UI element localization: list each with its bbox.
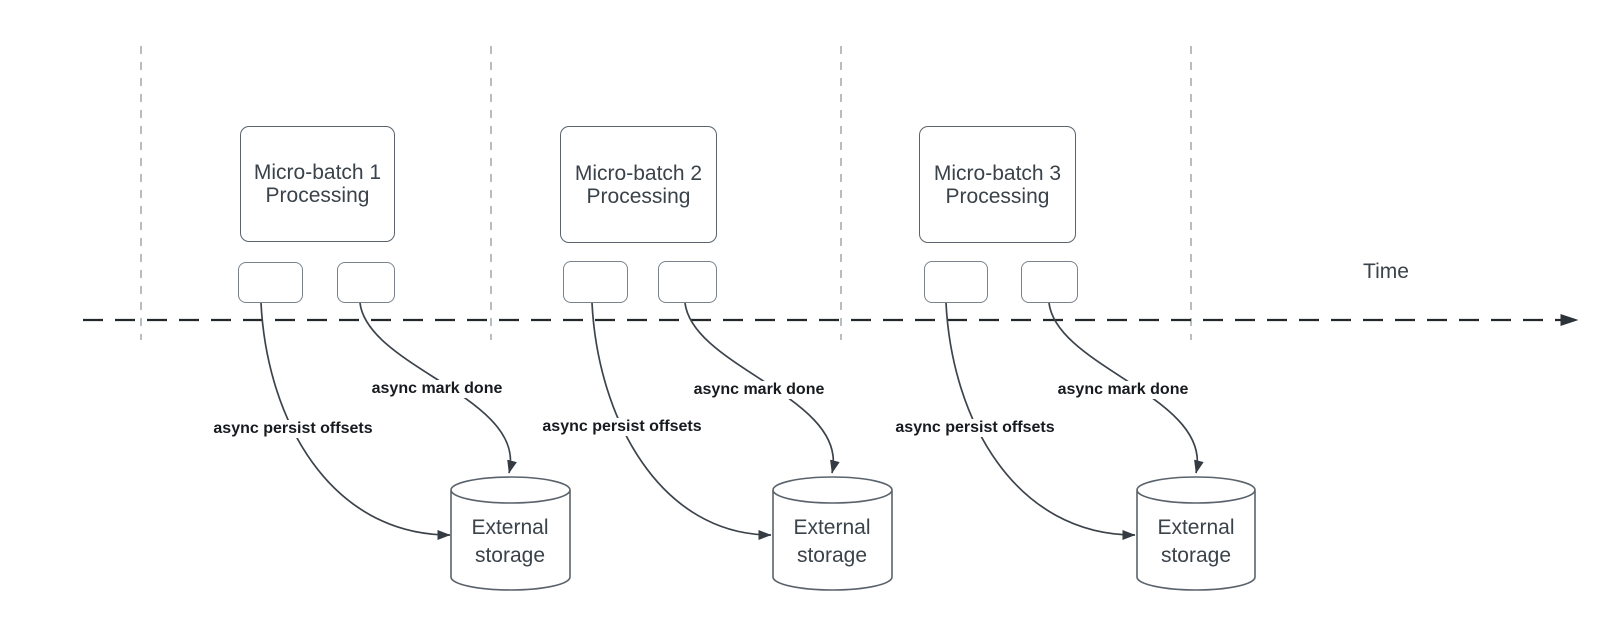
external-storage-label-1: External storage (471, 516, 549, 567)
micro-batch-3-title: Micro-batch 3 (933, 161, 1062, 185)
persist-offsets-arrow-3 (945, 302, 1136, 540)
offsets-task-box-3 (924, 261, 988, 303)
done-task-box-3 (1021, 261, 1078, 303)
external-storage-label-2: External storage (793, 516, 871, 567)
storage-cylinder-3 (1136, 476, 1256, 591)
persist-offsets-arrow-1 (260, 302, 451, 540)
micro-batch-1-subtitle: Processing (265, 184, 370, 207)
storage-cylinder-2 (772, 476, 893, 591)
micro-batch-2-title: Micro-batch 2 (574, 161, 703, 185)
micro-batch-1-title: Micro-batch 1 (253, 161, 382, 184)
external-storage-label-3: External storage (1157, 516, 1235, 567)
micro-batch-1-box: Micro-batch 1 Processing (240, 126, 395, 242)
micro-batch-3-subtitle: Processing (945, 184, 1050, 208)
offsets-task-box-2 (563, 261, 628, 303)
persist-offsets-label-2: async persist offsets (540, 418, 704, 436)
done-task-box-1 (337, 262, 395, 303)
persist-offsets-label-1: async persist offsets (211, 420, 375, 438)
persist-offsets-arrow-2 (591, 302, 772, 540)
storage-cylinder-1 (450, 476, 571, 591)
micro-batch-2-box: Micro-batch 2 Processing (560, 126, 717, 243)
mark-done-label-2: async mark done (691, 381, 827, 399)
mark-done-label-3: async mark done (1055, 381, 1191, 399)
mark-done-label-1: async mark done (369, 380, 505, 398)
done-task-box-2 (658, 261, 717, 303)
time-axis-label: Time (1363, 260, 1409, 283)
offsets-task-box-1 (238, 262, 303, 303)
micro-batch-2-subtitle: Processing (586, 184, 691, 208)
micro-batch-3-box: Micro-batch 3 Processing (919, 126, 1076, 243)
persist-offsets-label-3: async persist offsets (893, 419, 1057, 437)
